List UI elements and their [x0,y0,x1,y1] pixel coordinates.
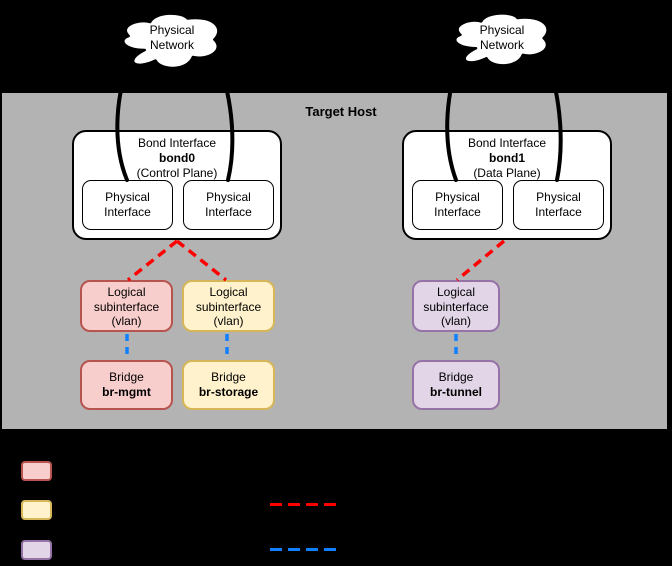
subinterface-storage-box: Logical subinterface (vlan) [182,280,275,332]
target-host-title: Target Host [305,104,377,119]
bridge-label: Bridge [109,370,144,384]
bridge-mgmt-name: br-mgmt [102,385,151,399]
bridge-storage-name: br-storage [198,385,259,399]
bridge-label: Bridge [438,370,474,384]
legend-swatch-red [21,461,52,481]
bond1-title: Bond Interface bond1 (Data Plane) [404,136,610,181]
bond1-name: bond1 [489,151,525,165]
bond1-physical-interface-2: Physical Interface [513,180,604,230]
bridge-storage-box: Bridge br-storage [182,360,275,410]
bond-interface-label: Bond Interface [137,136,217,150]
bridge-tunnel-box: Bridge br-tunnel [412,360,500,410]
bond1-plane: (Data Plane) [473,166,541,180]
bond0-physical-interface-1: Physical Interface [82,180,173,230]
bond0-title: Bond Interface bond0 (Control Plane) [74,136,280,181]
cloud-label-left: Physical Network [149,23,195,52]
bond0-physical-interface-2: Physical Interface [183,180,274,230]
cloud-label-right: Physical Network [479,23,525,52]
bond-interface-label: Bond Interface [467,136,547,150]
bond0-plane: (Control Plane) [136,166,218,180]
legend-swatch-purple [21,540,52,560]
bond1-physical-interface-1: Physical Interface [412,180,503,230]
subinterface-tunnel-box: Logical subinterface (vlan) [412,280,500,332]
bridge-mgmt-box: Bridge br-mgmt [80,360,173,410]
bond0-name: bond0 [159,151,195,165]
legend-swatch-yellow [21,500,52,520]
bridge-label: Bridge [211,370,246,384]
bridge-tunnel-name: br-tunnel [430,385,482,399]
subinterface-mgmt-box: Logical subinterface (vlan) [80,280,173,332]
